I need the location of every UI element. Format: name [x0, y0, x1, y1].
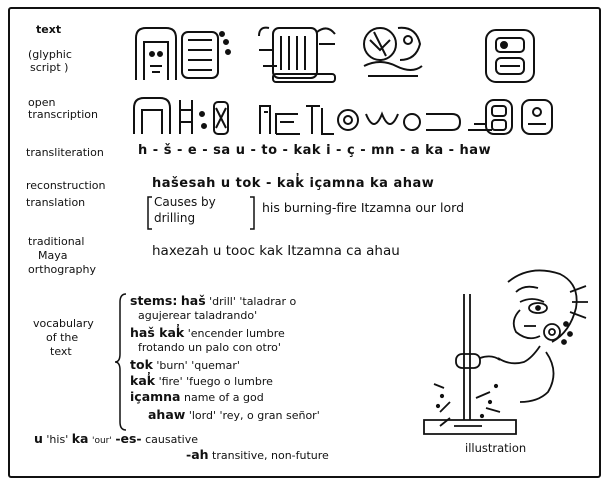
glyph-block-3	[363, 26, 423, 77]
translation-bracket-line2: drilling	[154, 211, 196, 225]
vocab-suffix-ah: -ah	[186, 447, 209, 462]
vocab-line-3: haš kak̓ 'encender lumbre	[130, 325, 285, 340]
vocab-word-icamna: içamna	[130, 389, 181, 404]
figure-frame	[8, 7, 601, 478]
vocab-line-10: -ah transitive, non-future	[186, 447, 329, 462]
label-maya: Maya	[38, 249, 68, 262]
vocab-gloss-has: 'drill' 'taladrar o	[209, 295, 297, 308]
vocab-line-1: stems: haš 'drill' 'taladrar o	[130, 293, 296, 308]
vocab-line-9: u 'his' ka 'our' -es- causative	[34, 431, 198, 446]
open-transcription-glyphs	[133, 97, 553, 135]
label-translation: translation	[26, 196, 86, 209]
vocab-word-ahaw: ahaw	[148, 407, 186, 422]
vocab-suffix-es: -es-	[115, 431, 142, 446]
transliteration-text: h - š - e - sa u - to - kak i - ç - mn -…	[138, 143, 492, 158]
glyph-block-4	[485, 29, 535, 83]
illustration-caption: illustration	[465, 441, 527, 455]
vocab-gloss-icamna: name of a god	[184, 391, 264, 404]
glyph-block-2	[258, 26, 336, 83]
vocab-word-has-kak: haš kak̓	[130, 325, 185, 340]
glyphic-script-glyphs	[135, 26, 535, 83]
label-of-the: of the	[46, 331, 79, 344]
vocab-gloss-ka: 'our'	[91, 436, 112, 446]
reconstruction-text: hašesah u tok - kak̓ içamna ka ahaw	[152, 176, 435, 191]
label-transliteration: transliteration	[26, 146, 104, 159]
vocab-gloss-u: 'his'	[46, 433, 69, 446]
vocab-word-tok: tok	[130, 357, 153, 372]
label-transcription: transcription	[28, 108, 98, 121]
translation-bracket-line1: Causes by	[154, 195, 216, 209]
vocab-gloss-has-kak: 'encender lumbre	[187, 327, 285, 340]
vocab-gloss-ah: transitive, non-future	[212, 449, 329, 462]
vocab-gloss-es: causative	[145, 433, 199, 446]
vocab-line-8: ahaw 'lord' 'rey, o gran señor'	[148, 407, 320, 422]
vocab-line-6: kak̓ 'fire' 'fuego o lumbre	[130, 373, 273, 388]
label-traditional: traditional	[28, 235, 85, 248]
label-glyphic: (glyphic	[28, 48, 72, 61]
label-orthography: orthography	[28, 263, 96, 276]
vocab-word-kak: kak̓	[130, 373, 156, 388]
vocab-word-u: u	[34, 431, 43, 446]
label-vocabulary: vocabulary	[33, 317, 94, 330]
vocab-gloss-ahaw: 'lord' 'rey, o gran señor'	[188, 409, 320, 422]
vocabulary-brace	[114, 293, 127, 431]
label-text-2: text	[50, 345, 72, 358]
vocab-stems-head: stems:	[130, 293, 178, 308]
translation-bracket	[147, 196, 255, 230]
label-reconstruction: reconstruction	[26, 179, 106, 192]
vocab-line-2: agujerear taladrando'	[138, 309, 258, 322]
glyph-block-1	[135, 27, 231, 80]
vocab-word-ka: ka	[71, 431, 89, 446]
vocab-line-5: tok 'burn' 'quemar'	[130, 357, 240, 372]
illustration-drawing	[423, 269, 588, 435]
traditional-orthography-text: haxezah u tooc kak Itzamna ca ahau	[152, 243, 400, 259]
vocab-line-7: içamna name of a god	[130, 389, 264, 404]
vocab-line-4: frotando un palo con otro'	[138, 341, 281, 354]
vocab-word-has: haš	[180, 293, 206, 308]
vocab-gloss-tok: 'burn' 'quemar'	[156, 359, 240, 372]
label-open: open	[28, 96, 56, 109]
label-script: script )	[30, 61, 69, 74]
translation-text: his burning-fire Itzamna our lord	[262, 200, 465, 215]
vocab-gloss-kak: 'fire' 'fuego o lumbre	[158, 375, 273, 388]
label-text: text	[36, 23, 62, 36]
